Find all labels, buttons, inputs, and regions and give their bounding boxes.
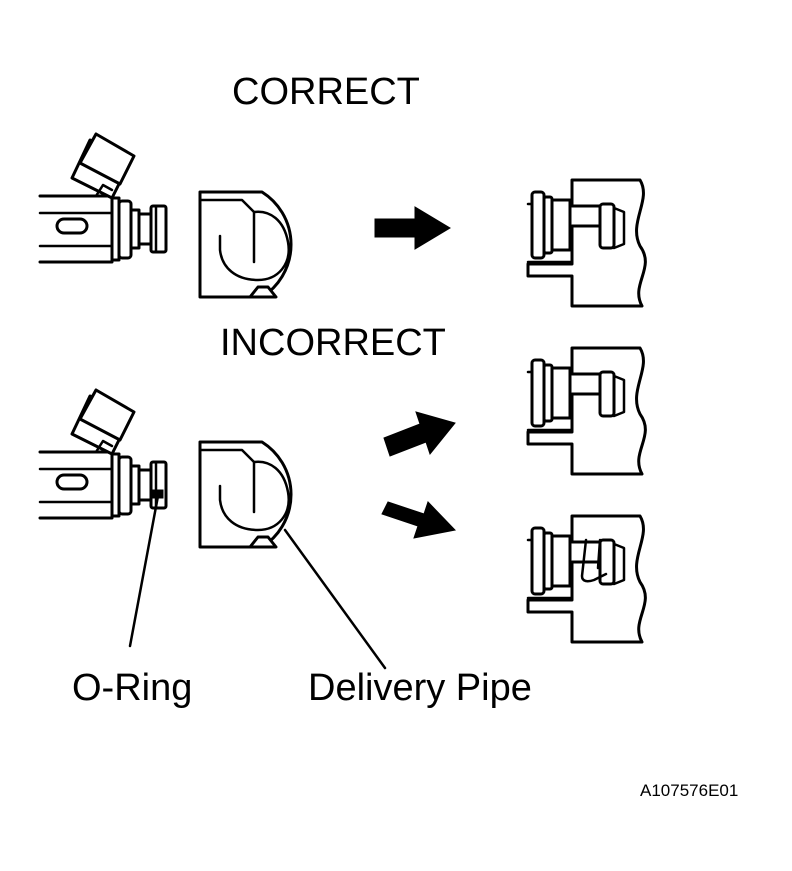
right-arrow-icon bbox=[374, 206, 451, 250]
installed-injector-incorrect-1-icon bbox=[526, 346, 647, 476]
installed-injector-incorrect-2-icon bbox=[526, 514, 647, 644]
o-ring-leader-line bbox=[128, 494, 160, 648]
delivery-pipe-label: Delivery Pipe bbox=[308, 667, 532, 709]
installed-injector-correct-icon bbox=[526, 178, 647, 308]
correct-label: CORRECT bbox=[232, 71, 420, 113]
delivery-pipe-icon bbox=[198, 190, 293, 299]
right-arrow-down-icon bbox=[381, 501, 456, 539]
delivery-pipe-icon bbox=[198, 440, 293, 549]
o-ring-label: O-Ring bbox=[72, 667, 192, 709]
delivery-pipe-leader-line bbox=[283, 528, 387, 670]
figure-code: A107576E01 bbox=[640, 781, 738, 800]
fuel-injector-icon bbox=[38, 388, 168, 520]
right-arrow-up-icon bbox=[383, 411, 456, 457]
pinched-o-ring-icon bbox=[580, 538, 608, 583]
incorrect-label: INCORRECT bbox=[220, 322, 446, 364]
fuel-injector-icon bbox=[38, 132, 168, 264]
